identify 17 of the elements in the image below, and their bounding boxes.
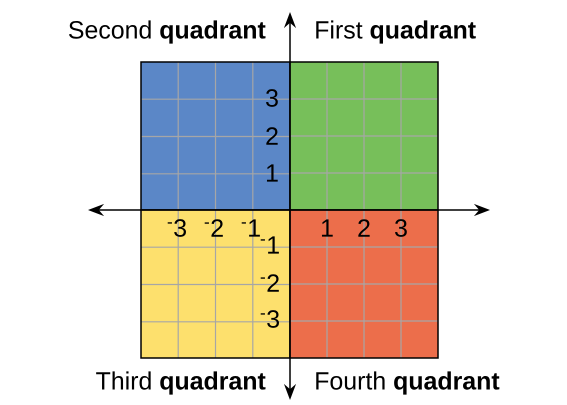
tick-label: 3 xyxy=(395,219,407,237)
tick-label: 1 xyxy=(322,219,333,237)
tick-label: 2 xyxy=(358,219,370,237)
tick-label: $^{-}$2 xyxy=(260,274,279,292)
node-label: Fourth quadrant xyxy=(316,371,500,395)
node-label: First quadrant xyxy=(316,20,476,44)
tick-label: $^{-}$1 xyxy=(242,219,260,237)
tick-label: $^{-}$3 xyxy=(260,310,279,328)
node-label: Second quadrant xyxy=(68,20,266,44)
tick-label: 1 xyxy=(266,164,278,182)
quadrant-box: First quadrant xyxy=(289,20,476,211)
tick-label: $^{-}$3 xyxy=(168,219,186,237)
node-label: Third quadrant xyxy=(96,371,266,395)
tick-label: $^{-}$2 xyxy=(204,219,223,237)
tick-label: 2 xyxy=(266,127,278,145)
tick-label: $^{-}$1 xyxy=(260,236,279,254)
tick-label: 3 xyxy=(266,89,278,107)
